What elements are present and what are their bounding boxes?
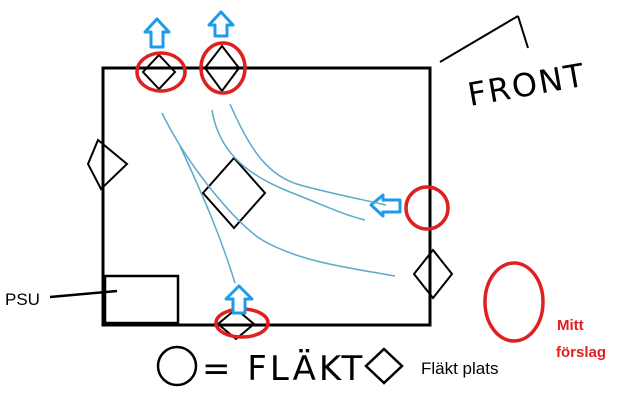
legend-fan-circle [156,345,198,387]
airflow-arrows [143,10,402,315]
airflow-line-4 [179,145,236,284]
fan-slot-bottom [216,307,256,341]
fan-slot-center [201,156,267,230]
airflow-line-1 [161,112,396,277]
fan-circle-top-left [135,51,187,93]
psu-pointer-line [49,289,118,299]
front-sketch [439,15,529,63]
front-label: FRONT [465,56,589,114]
legend-fan-label: = FLÄKT [202,349,365,389]
fan-slot-top-left [141,53,177,91]
airflow-line-3 [229,103,387,206]
airflow-lines [161,103,396,284]
airflow-line-2 [211,109,366,221]
arrow-up-top-right [207,10,235,38]
fan-circle-top-right [199,41,247,95]
psu-label: PSU [5,290,40,309]
legend-fan-slot-diamond [364,347,404,385]
legend-fan-slot-label: Fläkt plats [421,359,498,378]
psu-box [103,274,180,325]
fan-circle-front [404,185,450,231]
fan-slot-left-side [86,138,129,191]
proposal-line-2: förslag [556,344,606,361]
proposal-circle [483,261,545,343]
fan-circles [135,41,545,343]
arrow-up-bottom [224,284,254,315]
fan-slot-top-right [203,44,241,93]
fan-slot-right-side [412,248,454,300]
proposal-line-1: Mitt [557,317,584,334]
arrow-up-top-left [143,17,171,49]
fan-slot-diamonds [86,44,454,341]
